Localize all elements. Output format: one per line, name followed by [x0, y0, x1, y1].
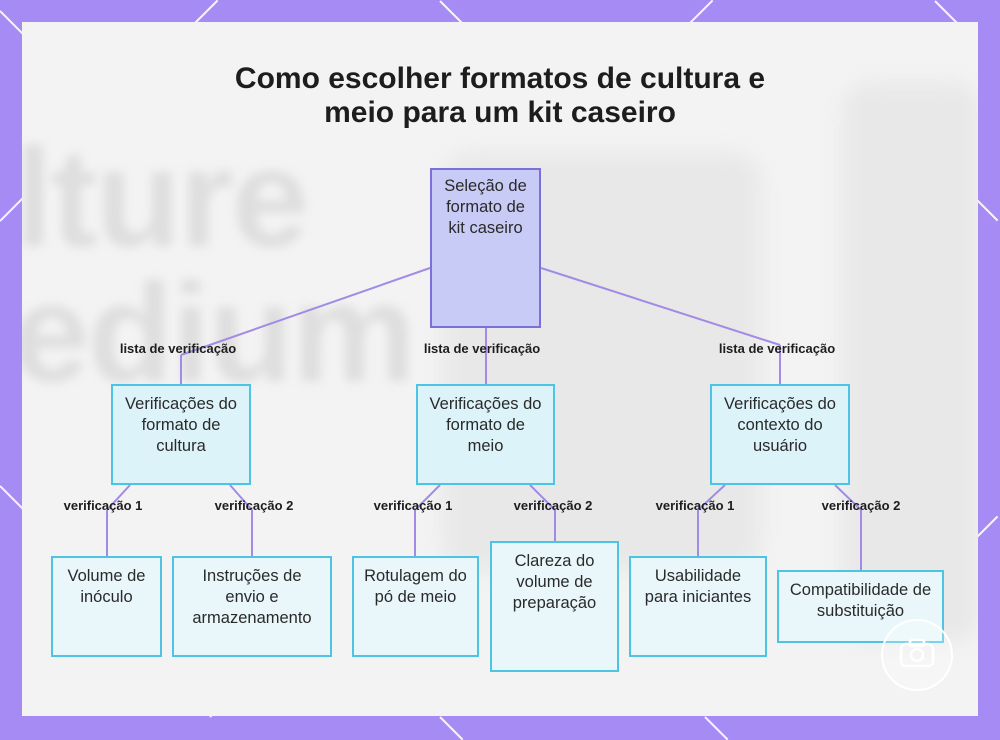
leaf-node-label: Instruções de envio e armazenamento	[192, 567, 312, 627]
branch-node-label: Verificações do contexto do usuário	[724, 395, 836, 455]
connector	[229, 484, 253, 511]
branch-node-culture: Verificações do formato de cultura	[111, 384, 251, 485]
leaf-node-label: Usabilidade para iniciantes	[644, 567, 752, 606]
edge-label-checklist-2: lista de verificação	[423, 341, 541, 356]
connector	[540, 267, 781, 346]
title-line-1: Como escolher formatos de cultura e	[234, 62, 766, 95]
leaf-node: Rotulagem do pó de meio	[352, 556, 479, 657]
branch-node-user-context: Verificações do contexto do usuário	[710, 384, 850, 485]
connector	[834, 484, 862, 511]
connector	[414, 484, 441, 511]
background-text: lture	[22, 119, 309, 276]
root-node-label: Seleção de formato de kit caseiro	[444, 177, 527, 237]
diagram-title: Como escolher formatos de cultura e meio…	[0, 62, 1000, 130]
edge-label-check-1: verificação 1	[373, 498, 453, 513]
leaf-node-label: Volume de inóculo	[67, 567, 146, 606]
background-photo-shape	[842, 82, 978, 642]
camera-badge	[881, 619, 953, 691]
root-node: Seleção de formato de kit caseiro	[430, 168, 541, 328]
branch-node-label: Verificações do formato de cultura	[125, 395, 237, 455]
edge-label-checklist-3: lista de verificação	[718, 341, 836, 356]
connector	[697, 484, 726, 511]
title-line-2: meio para um kit caseiro	[324, 96, 676, 129]
leaf-node-label: Rotulagem do pó de meio	[364, 567, 467, 606]
leaf-node: Volume de inóculo	[51, 556, 162, 657]
leaf-node: Instruções de envio e armazenamento	[172, 556, 332, 657]
edge-label-check-2: verificação 2	[214, 498, 294, 513]
edge-label-check-2: verificação 2	[821, 498, 901, 513]
connector	[529, 484, 556, 511]
camera-icon	[899, 638, 935, 673]
edge-label-check-2: verificação 2	[513, 498, 593, 513]
edge-label-checklist-1: lista de verificação	[119, 341, 237, 356]
leaf-node: Clareza do volume de preparação	[490, 541, 619, 672]
leaf-node-label: Compatibilidade de substituição	[789, 581, 932, 620]
connector	[180, 267, 431, 356]
edge-label-check-1: verificação 1	[63, 498, 143, 513]
edge-label-check-1: verificação 1	[655, 498, 735, 513]
branch-node-label: Verificações do formato de meio	[429, 395, 542, 455]
leaf-node-label: Clareza do volume de preparação	[512, 552, 597, 612]
leaf-node: Usabilidade para iniciantes	[629, 556, 767, 657]
branch-node-medium: Verificações do formato de meio	[416, 384, 555, 485]
connector	[106, 484, 131, 511]
